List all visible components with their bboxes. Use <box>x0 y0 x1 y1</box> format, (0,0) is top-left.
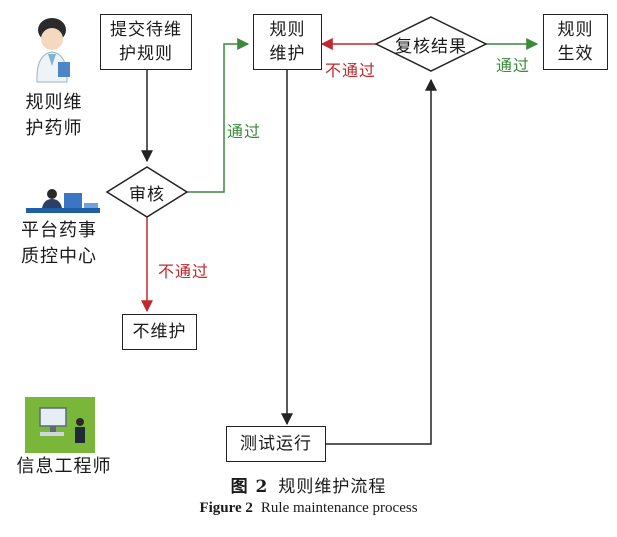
recheck-diamond <box>374 16 488 72</box>
role-pharmacist-label: 规则维 护药师 <box>25 92 83 139</box>
quality-center-icon <box>26 189 100 213</box>
edge-label-review-pass: 通过 <box>227 122 262 141</box>
recheck-diamond-label: 复核结果 <box>395 36 467 57</box>
figure-number-english: Figure 2 <box>199 500 253 516</box>
figure-number-chinese: 图 2 <box>230 477 269 497</box>
role-quality-center-label: 平台药事 质控中心 <box>21 220 97 267</box>
edge-test-to-recheck <box>326 78 437 445</box>
role-engineer-label: 信息工程师 <box>16 456 112 477</box>
figure-title-english: Rule maintenance process <box>260 500 418 516</box>
node-not-maintain: 不维护 <box>122 314 197 350</box>
figure-caption-english: Figure 2 Rule maintenance process <box>0 500 617 517</box>
node-submit-rule: 提交待维 护规则 <box>100 14 192 70</box>
figure-caption-chinese: 图 2 规则维护流程 <box>0 472 617 497</box>
edge-label-recheck-pass: 通过 <box>496 56 531 75</box>
figure-title-chinese: 规则维护流程 <box>278 477 387 497</box>
node-test-run: 测试运行 <box>226 426 326 462</box>
node-rule-effective: 规则 生效 <box>543 14 608 70</box>
node-rule-maintenance: 规则 维护 <box>253 14 322 70</box>
edge-label-review-fail: 不通过 <box>158 262 210 281</box>
pharmacist-icon <box>36 18 70 83</box>
review-diamond-label: 审核 <box>129 184 165 205</box>
review-diamond <box>105 166 189 218</box>
engineer-icon <box>25 397 95 453</box>
edge-review-pass <box>187 38 250 193</box>
edge-label-recheck-fail: 不通过 <box>325 61 377 80</box>
